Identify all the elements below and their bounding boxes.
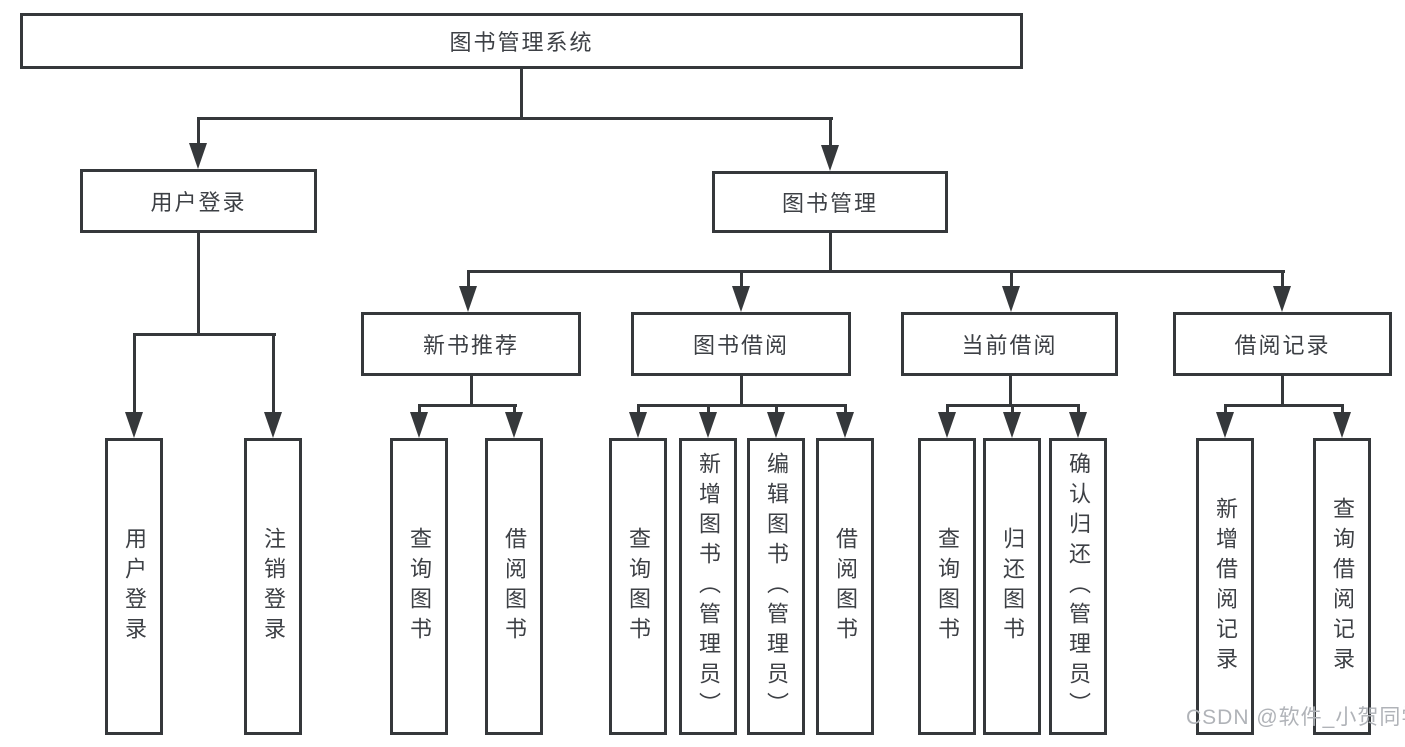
arrow-down-icon xyxy=(629,412,647,438)
node-book-management: 图书管理 xyxy=(712,171,948,233)
arrow-down-icon xyxy=(1069,412,1087,438)
node-library-management-system: 图书管理系统 xyxy=(20,13,1023,69)
leaf-query-books-current: 查询图书 xyxy=(918,438,976,735)
connector-line xyxy=(740,270,743,288)
arrow-down-icon xyxy=(125,412,143,438)
csdn-watermark: CSDN @软件_小贺同学 xyxy=(1186,706,1405,729)
leaf-add-books-admin: 新增图书（管理员） xyxy=(679,438,737,735)
leaf-query-borrow-record: 查询借阅记录 xyxy=(1313,438,1371,735)
connector-line xyxy=(1224,404,1344,407)
node-user-login: 用户登录 xyxy=(80,169,317,233)
arrow-down-icon xyxy=(767,412,785,438)
connector-line xyxy=(1077,404,1080,414)
leaf-borrow-books-borrowing: 借阅图书 xyxy=(816,438,874,735)
leaf-borrow-books-recommend: 借阅图书 xyxy=(485,438,543,735)
connector-line xyxy=(1281,376,1284,407)
connector-line xyxy=(418,404,421,414)
leaf-confirm-return-admin: 确认归还（管理员） xyxy=(1049,438,1107,735)
leaf-user-login: 用户登录 xyxy=(105,438,163,735)
leaf-query-books-recommend: 查询图书 xyxy=(390,438,448,735)
connector-line xyxy=(197,233,200,335)
connector-line xyxy=(1281,270,1284,288)
leaf-return-books: 归还图书 xyxy=(983,438,1041,735)
connector-line xyxy=(467,270,1285,273)
leaf-logout: 注销登录 xyxy=(244,438,302,735)
leaf-edit-books-admin: 编辑图书（管理员） xyxy=(747,438,805,735)
arrow-down-icon xyxy=(1333,412,1351,438)
connector-line xyxy=(1010,270,1013,288)
connector-line xyxy=(513,404,516,414)
connector-line xyxy=(844,404,847,414)
arrow-down-icon xyxy=(1002,286,1020,312)
connector-line xyxy=(467,270,470,288)
connector-line xyxy=(707,404,710,414)
arrow-down-icon xyxy=(836,412,854,438)
connector-line xyxy=(197,117,200,147)
connector-line xyxy=(197,117,833,120)
arrow-down-icon xyxy=(1003,412,1021,438)
connector-line xyxy=(470,376,473,407)
connector-line xyxy=(1224,404,1227,414)
arrow-down-icon xyxy=(505,412,523,438)
connector-line xyxy=(829,117,832,149)
connector-line xyxy=(637,404,847,407)
connector-line xyxy=(520,69,523,119)
connector-line xyxy=(946,404,949,414)
arrow-down-icon xyxy=(410,412,428,438)
leaf-query-books-borrowing: 查询图书 xyxy=(609,438,667,735)
node-book-borrowing: 图书借阅 xyxy=(631,312,851,376)
arrow-down-icon xyxy=(459,286,477,312)
arrow-down-icon xyxy=(1216,412,1234,438)
arrow-down-icon xyxy=(189,143,207,169)
arrow-down-icon xyxy=(821,145,839,171)
node-borrowing-records: 借阅记录 xyxy=(1173,312,1392,376)
connector-line xyxy=(1011,404,1014,414)
node-current-borrowing: 当前借阅 xyxy=(901,312,1118,376)
connector-line xyxy=(637,404,640,414)
connector-line xyxy=(740,376,743,407)
node-new-book-recommendation: 新书推荐 xyxy=(361,312,581,376)
arrow-down-icon xyxy=(732,286,750,312)
connector-line xyxy=(1009,376,1012,407)
connector-line xyxy=(1341,404,1344,414)
arrow-down-icon xyxy=(264,412,282,438)
connector-line xyxy=(775,404,778,414)
arrow-down-icon xyxy=(938,412,956,438)
connector-line xyxy=(133,333,136,415)
connector-line xyxy=(272,333,275,415)
connector-line xyxy=(133,333,276,336)
arrow-down-icon xyxy=(1273,286,1291,312)
leaf-add-borrow-record: 新增借阅记录 xyxy=(1196,438,1254,735)
connector-line xyxy=(829,233,832,272)
arrow-down-icon xyxy=(699,412,717,438)
connector-line xyxy=(418,404,517,407)
